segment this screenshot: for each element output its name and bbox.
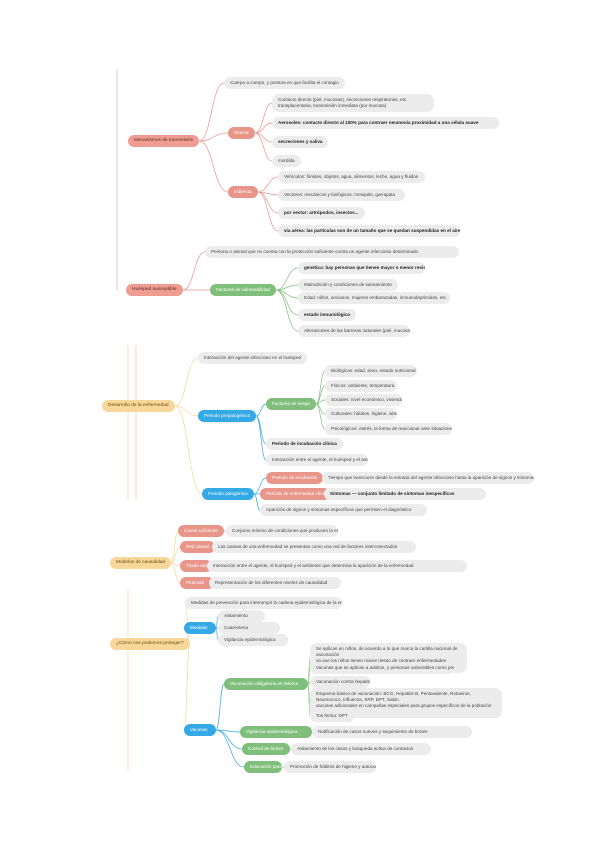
- connector-enfermedad-node-enfermedad-top-leaf: [174, 357, 199, 407]
- factores-node[interactable]: Factores de vulnerabilidad: [210, 284, 276, 296]
- connector-directa-node-directa-leaf-1: [254, 102, 273, 134]
- connector-directa-node-directa-leaf-2: [254, 122, 273, 134]
- modelo-3-leaf: Interacción entre el agente, el huésped …: [207, 560, 467, 572]
- connector-factores-node-factores-leaf-1: [275, 267, 299, 291]
- medidas-leaf-3: Vigilancia epidemiológica: [218, 634, 288, 646]
- clinica-node[interactable]: Período de enfermedad clínica: [260, 488, 330, 500]
- directa-leaf-4: mordida: [272, 155, 301, 167]
- vacunacion-obligatoria-node[interactable]: Vacunación obligatoria en México: [224, 678, 308, 690]
- modelo-4-node[interactable]: Pirámide: [180, 577, 214, 589]
- indirecta-node[interactable]: Indirecta: [228, 186, 258, 198]
- connector-patogenico-node-patogenico-bottom-leaf: [253, 493, 261, 511]
- connector-factores-riesgo-node-riesgo-leaf-2: [315, 385, 326, 405]
- modelo-4-leaf: Representación de los diferentes niveles…: [209, 577, 341, 589]
- connector-prepatogenico-node-factores-riesgo-node: [255, 403, 267, 417]
- huesped-top-leaf: Persona o animal que no cuenta con la pr…: [205, 246, 459, 258]
- patogenico-bottom-leaf: Aparición de signos y síntomas específic…: [260, 504, 427, 516]
- modelo-3-node[interactable]: Triada epidemiológica: [180, 560, 212, 572]
- incubacion-leaf: Tiempo que transcurre desde la entrada d…: [322, 472, 534, 484]
- connector-vacunas-node-educacion-node: [215, 729, 245, 768]
- factores-leaf-4: estado inmunológico: [298, 309, 357, 321]
- connector-vacunacion-obligatoria-node-vacunacion-leaf-5: [307, 683, 311, 717]
- riesgo-leaf-3: Sociales: nivel económico, vivienda: [325, 394, 402, 406]
- factores-leaf-3: Edad: niños, ancianos, mujeres embarazad…: [298, 292, 450, 304]
- factores-riesgo-node[interactable]: Factores de riesgo: [266, 398, 317, 410]
- vigilancia-leaf: Notificación de casos nuevos y seguimien…: [312, 726, 472, 738]
- connector-mecanismos-node-indirecta-node: [198, 140, 229, 193]
- huesped-node[interactable]: Huésped susceptible: [126, 284, 183, 296]
- mecanismos-node[interactable]: Mecanismos de transmisión: [128, 135, 200, 147]
- enfermedad-node[interactable]: Desarrollo de la enfermedad: [102, 400, 175, 412]
- indirecta-leaf-1: Vehículos: fómites, objetos, agua, alime…: [278, 171, 425, 183]
- indirecta-leaf-2: Vectores: mecánicos y biológicos: mosqui…: [278, 189, 405, 201]
- indirecta-leaf-4: via aérea: las partículas son de un tama…: [278, 225, 460, 237]
- prepatogenico-node[interactable]: Periodo prepatogénico: [198, 410, 257, 422]
- connector-mecanismos-node-directa-node: [198, 132, 229, 142]
- connector-vacunacion-obligatoria-node-vacunacion-leaf-2: [307, 667, 311, 685]
- factores-leaf-5: Alteraciones de las barreras naturales (…: [298, 325, 410, 337]
- prepatogenico-leaf-a: Periodo de incubación clínica: [266, 438, 343, 450]
- vigilancia-node[interactable]: Vigilancia epidemiológica: [240, 726, 312, 738]
- connector-modelos-node-modelo-2-node: [170, 546, 181, 564]
- connector-enfermedad-node-patogenico-node: [174, 405, 203, 495]
- connector-mecanismos-node-cuerpo-a-cuerpo-leaf: [198, 82, 225, 142]
- patogenico-node[interactable]: Periodo patogénico: [202, 488, 254, 500]
- riesgo-leaf-1: Biológicos: edad, sexo, estado nutricion…: [325, 365, 417, 377]
- modelo-2-leaf: Las causas de una enfermedad se presenta…: [212, 541, 416, 553]
- connector-medidas-node-medidas-leaf-3: [215, 627, 219, 641]
- prepatogenico-leaf-b: Interacción entre el agente, el huésped …: [266, 454, 368, 466]
- connector-modelos-node-modelo-1-node: [170, 530, 179, 564]
- directa-leaf-1-line-a: Contacto directo (piel, mucosas), secrec…: [278, 97, 408, 102]
- connector-factores-riesgo-node-riesgo-leaf-1: [315, 370, 326, 405]
- proteger-top-leaf: Medidas de prevención para interrumpir l…: [185, 597, 342, 609]
- directa-node[interactable]: Directa: [228, 127, 255, 139]
- cuerpo-a-cuerpo-leaf: Cuerpo a cuerpo, y postura en que facili…: [224, 77, 345, 89]
- connector-indirecta-node-indirecta-leaf-1: [257, 176, 279, 193]
- educacion-node[interactable]: Educación para la salud: [244, 761, 282, 773]
- modelo-1-node[interactable]: Causa suficiente: [178, 525, 224, 537]
- vacunacion-leaf-3: Vacunación contra hepatitis B: [310, 676, 370, 688]
- connector-proteger-node-vacunas-node: [183, 643, 191, 731]
- modelo-2-node[interactable]: Red causal: [180, 541, 215, 553]
- vacunacion-leaf-2: Vacunas que se aplican a adultos, y pers…: [310, 662, 454, 674]
- connector-huesped-node-huesped-top-leaf: [182, 251, 206, 291]
- connector-modelos-node-modelo-4-node: [170, 562, 181, 584]
- directa-leaf-1: Contacto directo (piel, mucosas), secrec…: [272, 94, 434, 112]
- control-brotes-node[interactable]: Control de brotes: [242, 743, 290, 755]
- indirecta-leaf-3: por vector: artrópodos, insectos...: [278, 207, 365, 219]
- factores-leaf-1: genética: hay personas que tienen mayor …: [298, 262, 425, 274]
- riesgo-leaf-4: Culturales: hábitos, higiene, alimentaci…: [325, 408, 397, 420]
- enfermedad-top-leaf: Interacción del agente infeccioso en el …: [198, 352, 308, 364]
- vacunacion-leaf-4-line-a: Esquema básico de vacunación: BCG, Hepat…: [316, 691, 471, 702]
- vacunas-node[interactable]: Vacunas: [184, 724, 216, 736]
- connector-indirecta-node-indirecta-leaf-4: [257, 191, 279, 232]
- connector-factores-node-factores-leaf-5: [275, 289, 299, 332]
- vacunacion-leaf-1-line-a: Se aplican en niños, de acuerdo a lo que…: [316, 646, 458, 657]
- educacion-leaf: Promoción de hábitos de higiene y autocu…: [284, 761, 376, 773]
- directa-leaf-2: Aerosoles: contacto directo al 100% para…: [272, 117, 499, 129]
- clinica-leaf: Síntomas — conjunto limitado de síntomas…: [324, 488, 486, 500]
- connector-patogenico-node-incubacion-node: [253, 477, 267, 495]
- medidas-leaf-2: Cuarentena: [218, 622, 280, 634]
- connector-enfermedad-node-prepatogenico-node: [174, 405, 199, 417]
- medidas-leaf-1: Aislamiento: [218, 610, 265, 622]
- connector-directa-node-directa-leaf-4: [254, 132, 273, 162]
- factores-leaf-2: Malnutrición y condiciones de saneamient…: [298, 279, 398, 291]
- vacunacion-leaf-5: Tos ferina: DPT: [310, 710, 354, 722]
- medidas-node[interactable]: Medidas: [184, 622, 216, 634]
- proteger-node[interactable]: ¿Cómo nos podemos proteger?: [110, 638, 190, 650]
- riesgo-leaf-2: Físicos: ambiente, temperatura: [325, 380, 397, 392]
- connector-factores-riesgo-node-riesgo-leaf-5: [315, 403, 326, 430]
- modelo-1-leaf: Conjunto mínimo de condiciones que produ…: [226, 525, 338, 537]
- incubacion-node[interactable]: Periodo de incubación: [266, 472, 324, 484]
- connector-vacunas-node-vacunacion-obligatoria-node: [215, 683, 225, 731]
- modelos-node[interactable]: Modelos de causalidad: [110, 557, 172, 569]
- riesgo-leaf-5: Psicológicos: estrés, la forma de reacci…: [325, 423, 452, 435]
- connector-prepatogenico-node-prepatogenico-leaf-b: [255, 415, 267, 461]
- directa-leaf-3: secreciones y saliva: [272, 136, 329, 148]
- directa-leaf-1-line-b: transplacentaria, transmisión inmediata …: [278, 103, 387, 108]
- control-brotes-leaf: Aislamiento de los casos y búsqueda acti…: [291, 743, 431, 755]
